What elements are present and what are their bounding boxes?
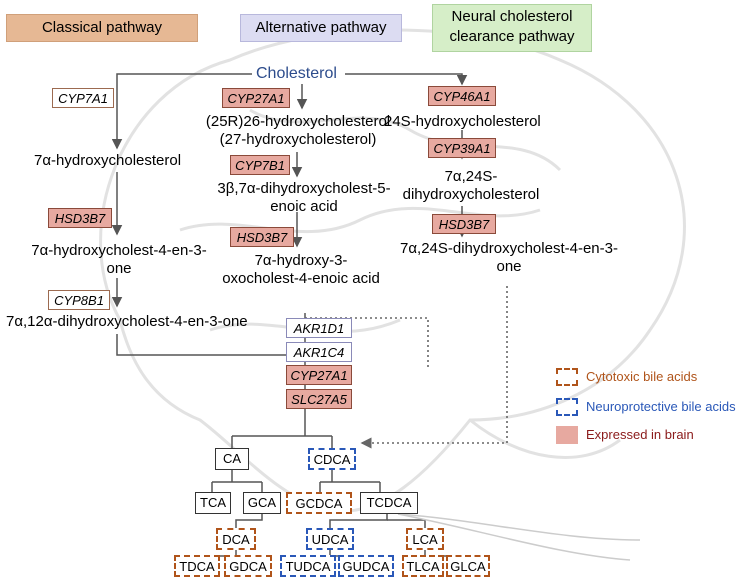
bile-acid-ca: CA [215,448,249,470]
legend-neuroprotective-swatch [556,398,578,416]
metabolite-7a-hydroxycholest-4-en-3-one: 7α-hydroxycholest-4-en-3-one [31,242,207,277]
bile-acid-gcdca: GCDCA [286,492,352,514]
bile-acid-glca: GLCA [446,555,490,577]
bile-acid-udca: UDCA [306,528,354,550]
legend-brain-label: Expressed in brain [586,427,694,442]
bile-acid-gudca: GUDCA [338,555,394,577]
enzyme-cyp27a1-alternative: CYP27A1 [222,88,290,108]
bile-acid-gca: GCA [243,492,281,514]
classical-pathway-header: Classical pathway [6,14,198,42]
bile-acid-tlca: TLCA [402,555,444,577]
cholesterol-label: Cholesterol [256,65,337,82]
metabolite-7a24s-dihydroxycholesterol: 7α,24S-dihydroxycholesterol [402,168,540,203]
enzyme-hsd3b7-alternative: HSD3B7 [230,227,294,247]
legend-cytotoxic-label: Cytotoxic bile acids [586,369,698,384]
metabolite-7a24s-dihydroxycholest-4-en-3-one: 7α,24S-dihydroxycholest-4-en-3-one [400,240,618,275]
enzyme-akr1d1: AKR1D1 [286,318,352,338]
bile-acid-dca: DCA [216,528,256,550]
enzyme-cyp27a1-shared: CYP27A1 [286,365,352,385]
bile-acid-lca: LCA [406,528,444,550]
bile-acid-cdca: CDCA [308,448,356,470]
enzyme-cyp7b1: CYP7B1 [230,155,290,175]
enzyme-cyp46a1: CYP46A1 [428,86,496,106]
legend-neuroprotective-label: Neuroprotective bile acids [586,399,736,414]
metabolite-7a12a-dihydroxycholest-4-en-3-one: 7α,12α-dihydroxycholest-4-en-3-one [6,313,248,330]
enzyme-hsd3b7-neural: HSD3B7 [432,214,496,234]
bile-acid-gdca: GDCA [224,555,272,577]
neural-pathway-header: Neural cholesterol clearance pathway [432,4,592,52]
metabolite-7a-hydroxy-3-oxocholest-4-enoic-acid: 7α-hydroxy-3-oxocholest-4-enoic acid [222,252,380,287]
bile-acid-tca: TCA [195,492,231,514]
metabolite-27-hydroxycholesterol: (25R)26-hydroxycholesterol (27-hydroxych… [205,113,391,148]
bile-acid-tcdca: TCDCA [360,492,418,514]
legend-cytotoxic-swatch [556,368,578,386]
enzyme-akr1c4: AKR1C4 [286,342,352,362]
bile-acid-tdca: TDCA [174,555,220,577]
alternative-pathway-header: Alternative pathway [240,14,402,42]
enzyme-hsd3b7-classical: HSD3B7 [48,208,112,228]
legend-brain-swatch [556,426,578,444]
enzyme-cyp39a1: CYP39A1 [428,138,496,158]
metabolite-7a-hydroxycholesterol: 7α-hydroxycholesterol [34,152,182,169]
enzyme-cyp7a1-classical: CYP7A1 [52,88,114,108]
metabolite-24s-hydroxycholesterol: 24S-hydroxycholesterol [384,113,541,130]
metabolite-dihydroxycholest-5-enoic-acid: 3β,7α-dihydroxycholest-5-enoic acid [217,180,391,215]
bile-acid-tudca: TUDCA [280,555,336,577]
enzyme-slc27a5: SLC27A5 [286,389,352,409]
enzyme-cyp8b1: CYP8B1 [48,290,110,310]
